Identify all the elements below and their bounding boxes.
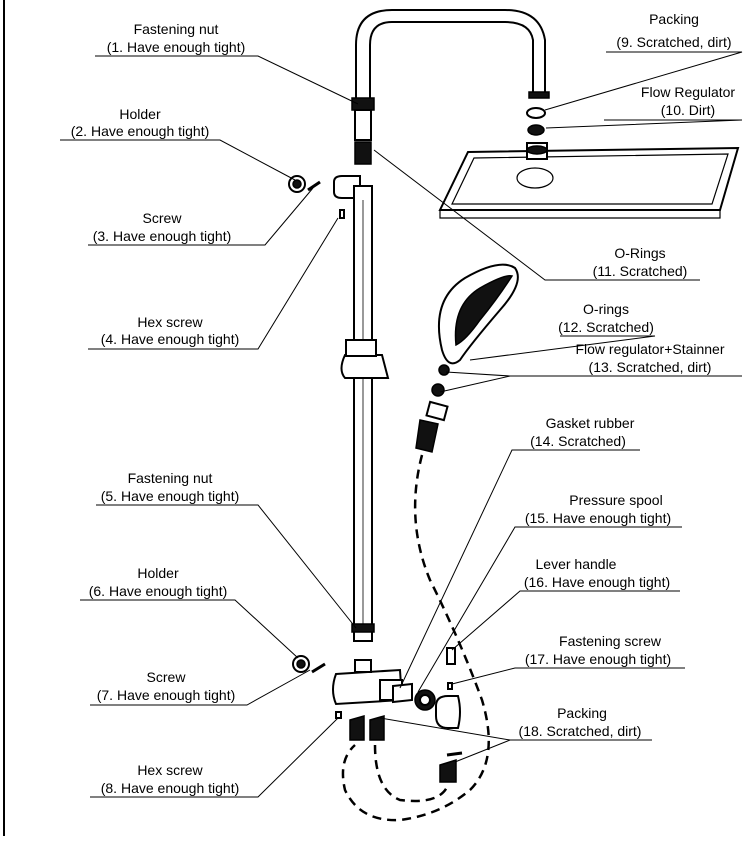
shower-arm	[355, 9, 546, 101]
label-15-note: (15. Have enough tight)	[525, 510, 671, 526]
label-15-name: Pressure spool	[569, 492, 662, 508]
o-rings-top	[354, 141, 372, 165]
label-5-note: (5. Have enough tight)	[101, 488, 240, 504]
label-17-name: Fastening screw	[559, 633, 662, 649]
hex-screw-top	[339, 209, 345, 219]
label-1-name: Fastening nut	[134, 21, 219, 37]
label-13-note: (13. Scratched, dirt)	[589, 359, 712, 375]
mixer-body	[332, 659, 404, 706]
label-11-name: O-Rings	[614, 245, 665, 261]
gasket-rubber	[392, 682, 413, 704]
label-4-name: Hex screw	[137, 314, 203, 330]
part-labels: Fastening nut (1. Have enough tight) Hol…	[71, 11, 736, 796]
label-6-note: (6. Have enough tight)	[89, 583, 228, 599]
slider-top	[345, 339, 377, 357]
label-14-name: Gasket rubber	[546, 415, 635, 431]
hand-shower	[415, 263, 519, 453]
lever-top-piece	[446, 647, 456, 665]
label-10-name: Flow Regulator	[641, 84, 735, 100]
flow-regulator-hand	[431, 383, 445, 397]
flow-regulator-disc	[527, 124, 545, 136]
shower-rail-illustration	[288, 9, 740, 822]
fastening-screw	[447, 682, 453, 690]
label-2-note: (2. Have enough tight)	[71, 123, 210, 139]
label-6-name: Holder	[137, 565, 179, 581]
label-16-name: Lever handle	[536, 556, 617, 572]
upper-connector	[354, 109, 372, 141]
hex-screw-bottom	[335, 711, 342, 719]
label-2-name: Holder	[119, 106, 161, 122]
label-4-note: (4. Have enough tight)	[101, 331, 240, 347]
label-5-name: Fastening nut	[128, 470, 213, 486]
connector-left	[349, 715, 365, 741]
label-7-note: (7. Have enough tight)	[97, 687, 236, 703]
label-10-note: (10. Dirt)	[661, 102, 715, 118]
label-9-note: (9. Scratched, dirt)	[616, 34, 731, 50]
label-17-note: (17. Have enough tight)	[525, 651, 671, 667]
label-3-name: Screw	[143, 210, 183, 226]
fastening-nut-top	[351, 97, 375, 111]
label-18-note: (18. Scratched, dirt)	[519, 723, 642, 739]
fastening-nut-bottom	[351, 623, 375, 633]
label-8-note: (8. Have enough tight)	[101, 780, 240, 796]
label-1-note: (1. Have enough tight)	[107, 39, 246, 55]
label-9-name: Packing	[649, 11, 699, 27]
label-7-name: Screw	[147, 669, 187, 685]
label-12-note: (12. Scratched)	[558, 319, 654, 335]
packing-ring	[526, 107, 546, 119]
label-12-name: O-rings	[583, 301, 629, 317]
leader-lines	[60, 51, 743, 798]
screw-top	[307, 180, 321, 192]
label-14-note: (14. Scratched)	[530, 433, 626, 449]
label-13-name: Flow regulator+Stainner	[575, 341, 724, 357]
label-11-note: (11. Scratched)	[593, 263, 688, 279]
arm-outlet	[528, 91, 550, 99]
label-8-name: Hex screw	[137, 762, 203, 778]
lever-handle	[435, 695, 461, 729]
screw-bottom	[311, 662, 326, 674]
label-16-note: (16. Have enough tight)	[524, 574, 670, 590]
o-ring-hand	[438, 364, 450, 376]
connector-hose-end	[439, 758, 457, 783]
label-18-name: Packing	[557, 705, 607, 721]
rail-slider	[340, 354, 390, 379]
overhead-shower-head	[438, 142, 740, 219]
label-3-note: (3. Have enough tight)	[93, 228, 232, 244]
connector-right	[369, 715, 385, 741]
